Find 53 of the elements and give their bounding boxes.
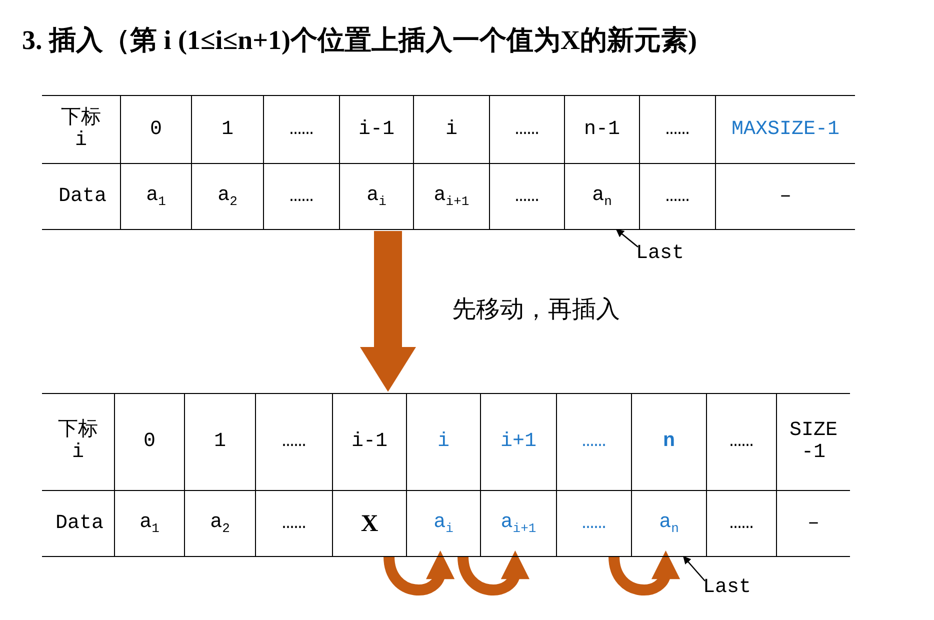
index-cell: 下标 i: [42, 96, 121, 164]
down-arrow: [360, 231, 416, 392]
data-cell: X: [333, 491, 407, 556]
leader-line: [682, 556, 706, 582]
index-cell: 1: [185, 394, 256, 491]
index-cell: 1: [192, 96, 264, 164]
data-cell: ……: [557, 491, 632, 556]
data-cell: a$_{i}$: [407, 491, 481, 556]
index-cell: i: [407, 394, 481, 491]
leader-line: [616, 229, 638, 248]
data-cell: ……: [707, 491, 777, 556]
data-cell: a$_{2}$: [192, 164, 264, 230]
pointer-label: Last: [703, 576, 752, 599]
index-cell: ……: [490, 96, 565, 164]
data-cell: ……: [256, 491, 333, 556]
index-cell: 0: [115, 394, 185, 491]
index-cell: ……: [256, 394, 333, 491]
curved-arrow: [458, 550, 528, 596]
data-cell: Data: [42, 491, 115, 556]
curved-arrow: [608, 550, 679, 596]
index-cell: 0: [121, 96, 192, 164]
index-cell: ……: [264, 96, 340, 164]
index-cell: ……: [707, 394, 777, 491]
data-cell: a$_{1}$: [121, 164, 192, 230]
index-cell: 下标 i: [42, 394, 115, 491]
data-cell: ……: [490, 164, 565, 230]
data-cell: a$_{i+1}$: [481, 491, 557, 556]
index-cell: i+1: [481, 394, 557, 491]
data-table: [42, 393, 850, 557]
index-cell: ……: [640, 96, 716, 164]
data-cell: a$_{1}$: [115, 491, 185, 556]
data-cell: a$_{i}$: [340, 164, 414, 230]
index-cell: i-1: [333, 394, 407, 491]
data-cell: Data: [42, 164, 121, 230]
pointer-label: Last: [636, 242, 684, 265]
data-cell: ……: [640, 164, 716, 230]
heading: 3. 插入（第 i (1≤i≤n+1)个位置上插入一个值为X的新元素): [22, 24, 698, 57]
index-cell: i: [414, 96, 490, 164]
index-cell: i-1: [340, 96, 414, 164]
data-cell: a$_{n}$: [565, 164, 640, 230]
index-cell: MAXSIZE-1: [716, 96, 855, 164]
index-cell: SIZE -1: [777, 394, 850, 491]
data-cell: a$_{2}$: [185, 491, 256, 556]
data-cell: –: [716, 164, 855, 230]
data-cell: –: [777, 491, 850, 556]
curved-arrow: [384, 550, 454, 596]
data-table: [42, 95, 855, 230]
index-cell: ……: [557, 394, 632, 491]
data-cell: a$_{n}$: [632, 491, 707, 556]
data-cell: a$_{i+1}$: [414, 164, 490, 230]
index-cell: n-1: [565, 96, 640, 164]
data-cell: ……: [264, 164, 340, 230]
index-cell: n: [632, 394, 707, 491]
